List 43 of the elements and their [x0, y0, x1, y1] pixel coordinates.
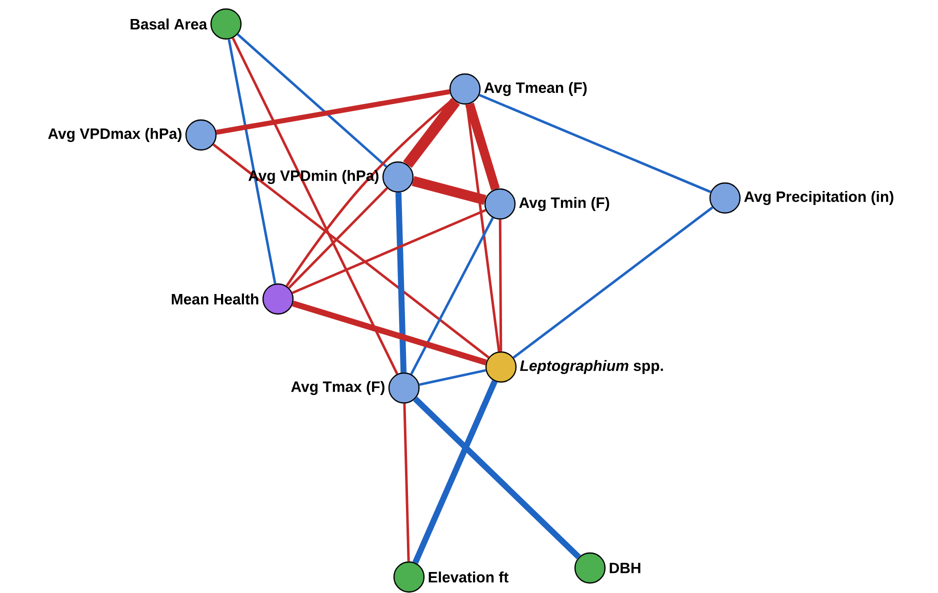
edge-line — [403, 98, 460, 168]
node-circle — [388, 372, 420, 404]
node-circle — [382, 161, 414, 193]
edge-line — [465, 102, 500, 190]
edge-line — [403, 404, 410, 562]
node-circle — [574, 552, 606, 584]
node-circle — [262, 283, 294, 315]
edge-line — [412, 176, 486, 205]
node-label: DBH — [610, 562, 640, 574]
node-label: Elevation ft — [428, 571, 508, 582]
edge-line — [232, 37, 398, 375]
node-label: Avg VPDmax (hPa) — [48, 128, 182, 142]
node-label: Mean Health — [172, 293, 258, 304]
node-label: Avg Precipitation (in) — [744, 190, 894, 206]
node-circle — [485, 351, 517, 383]
edge-line — [228, 39, 276, 284]
node-label: Avg Tmean (F) — [484, 82, 587, 96]
edge-line — [288, 187, 388, 289]
node-circle — [484, 188, 516, 220]
edge-line — [466, 104, 500, 352]
edge-line — [395, 192, 407, 372]
node-label: Basal Area — [130, 18, 208, 30]
node-label: Leptographium spp. — [520, 360, 663, 374]
edge-line — [512, 206, 714, 359]
edge-line — [478, 94, 712, 194]
edge-line — [236, 33, 388, 168]
edge-line — [216, 89, 450, 135]
edge-line — [410, 217, 494, 375]
node-circle — [709, 182, 741, 214]
edge-line — [292, 208, 486, 294]
edge-line — [412, 380, 498, 564]
node-circle — [449, 73, 481, 105]
edge-line — [292, 300, 487, 366]
node-circle — [185, 119, 217, 151]
node-label: Avg Tmax (F) — [291, 380, 384, 396]
edge-line — [413, 396, 581, 560]
node-circle — [210, 8, 242, 40]
edge-line — [212, 144, 490, 358]
edge-line — [286, 98, 454, 287]
edge-line — [498, 220, 502, 352]
node-label: Avg Tmin (F) — [519, 196, 610, 212]
edge-line — [418, 369, 486, 386]
node-circle — [393, 561, 425, 593]
